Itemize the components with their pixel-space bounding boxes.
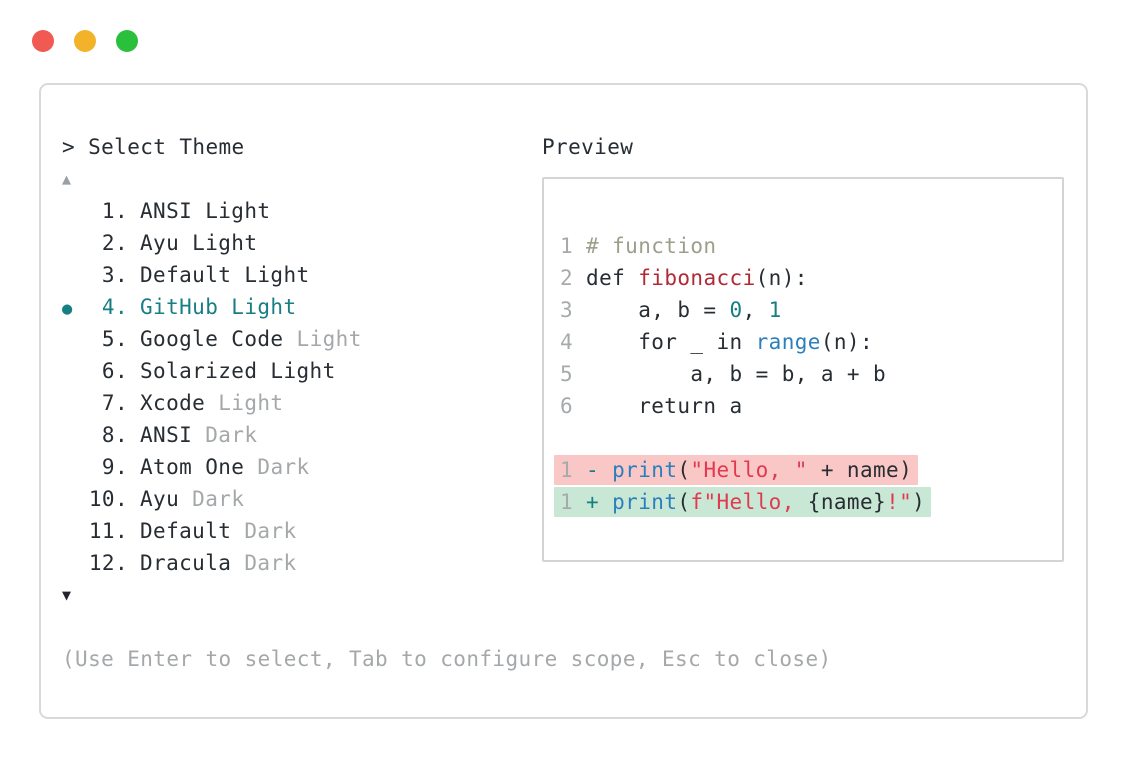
item-number: 8. <box>101 423 128 447</box>
item-label: Ayu Light <box>140 231 258 255</box>
theme-picker-panel: > Select Theme ▲ 1. ANSI Light 2. Ayu Ligh… <box>39 83 1088 719</box>
code-line-4: 4 for _ in range(n): <box>560 326 1054 358</box>
theme-item-ansi-light[interactable]: 1. ANSI Light <box>62 195 832 227</box>
code-line-3: 3 a, b = 0, 1 <box>560 294 1054 326</box>
scroll-down-icon[interactable]: ▼ <box>62 586 72 604</box>
item-label: Xcode <box>140 391 206 415</box>
scroll-up-icon[interactable]: ▲ <box>62 170 72 188</box>
diff-minus-sign: - <box>586 458 613 482</box>
item-number: 4. <box>101 295 128 319</box>
item-label: Ayu <box>140 487 180 511</box>
item-number: 9. <box>101 455 128 479</box>
code-line-1: 1# function <box>560 230 1054 262</box>
item-label-suffix: Dark <box>231 551 297 575</box>
item-label-suffix: Light <box>205 391 284 415</box>
item-label: GitHub Light <box>140 295 297 319</box>
item-label-suffix: Light <box>283 327 362 351</box>
theme-list-column: > Select Theme ▲ 1. ANSI Light 2. Ayu Ligh… <box>62 131 832 675</box>
theme-item-atom-one-dark[interactable]: 9. Atom One Dark <box>62 451 832 483</box>
item-label: Default <box>140 519 232 543</box>
line-number: 6 <box>560 394 574 418</box>
code-line-5: 5 a, b = b, a + b <box>560 358 1054 390</box>
item-number: 10. <box>88 487 128 511</box>
theme-item-google-code-light[interactable]: 5. Google Code Light <box>62 323 832 355</box>
code-blank-line <box>560 422 1054 454</box>
code-line-6: 6 return a <box>560 390 1054 422</box>
page-title: > Select Theme <box>62 135 245 159</box>
theme-item-xcode-light[interactable]: 7. Xcode Light <box>62 387 832 419</box>
theme-item-ayu-light[interactable]: 2. Ayu Light <box>62 227 832 259</box>
theme-item-solarized-light[interactable]: 6. Solarized Light <box>62 355 832 387</box>
item-label: Atom One <box>140 455 245 479</box>
theme-item-default-light[interactable]: 3. Default Light <box>62 259 832 291</box>
preview-title: Preview <box>542 135 634 159</box>
item-label-suffix: Dark <box>179 487 245 511</box>
item-label: Dracula <box>140 551 232 575</box>
item-label-suffix: Dark <box>231 519 297 543</box>
item-number: 2. <box>101 231 128 255</box>
theme-item-ayu-dark[interactable]: 10. Ayu Dark <box>62 483 832 515</box>
diff-removed-line: 1- print("Hello, " + name) <box>554 454 1054 486</box>
diff-plus-sign: + <box>586 490 613 514</box>
selection-bullet-icon: ● <box>62 299 73 319</box>
keyboard-hint: (Use Enter to select, Tab to configure s… <box>62 647 832 671</box>
zoom-window-icon[interactable] <box>116 30 138 52</box>
line-number: 3 <box>560 298 574 322</box>
theme-item-dracula-dark[interactable]: 12. Dracula Dark <box>62 547 832 579</box>
theme-item-ansi-dark[interactable]: 8. ANSI Dark <box>62 419 832 451</box>
item-label: ANSI Light <box>140 199 271 223</box>
close-window-icon[interactable] <box>32 30 54 52</box>
theme-item-github-light-selected[interactable]: ● 4. GitHub Light <box>62 291 832 323</box>
item-number: 12. <box>88 551 128 575</box>
item-number: 6. <box>101 359 128 383</box>
line-number: 1 <box>560 234 574 258</box>
item-number: 7. <box>101 391 128 415</box>
item-label-suffix: Dark <box>192 423 258 447</box>
item-number: 3. <box>101 263 128 287</box>
item-number: 5. <box>101 327 128 351</box>
line-number: 5 <box>560 362 574 386</box>
theme-item-default-dark[interactable]: 11. Default Dark <box>62 515 832 547</box>
line-number: 2 <box>560 266 574 290</box>
line-number: 1 <box>560 458 574 482</box>
window-controls <box>32 30 138 52</box>
item-label: Default Light <box>140 263 310 287</box>
line-number: 1 <box>560 490 574 514</box>
item-label: Google Code <box>140 327 284 351</box>
line-number: 4 <box>560 330 574 354</box>
item-number: 11. <box>88 519 128 543</box>
minimize-window-icon[interactable] <box>74 30 96 52</box>
item-label-suffix: Dark <box>244 455 310 479</box>
item-label: ANSI <box>140 423 193 447</box>
item-number: 1. <box>101 199 128 223</box>
item-label: Solarized Light <box>140 359 336 383</box>
diff-added-line: 1+ print(f"Hello, {name}!") <box>554 486 1054 518</box>
